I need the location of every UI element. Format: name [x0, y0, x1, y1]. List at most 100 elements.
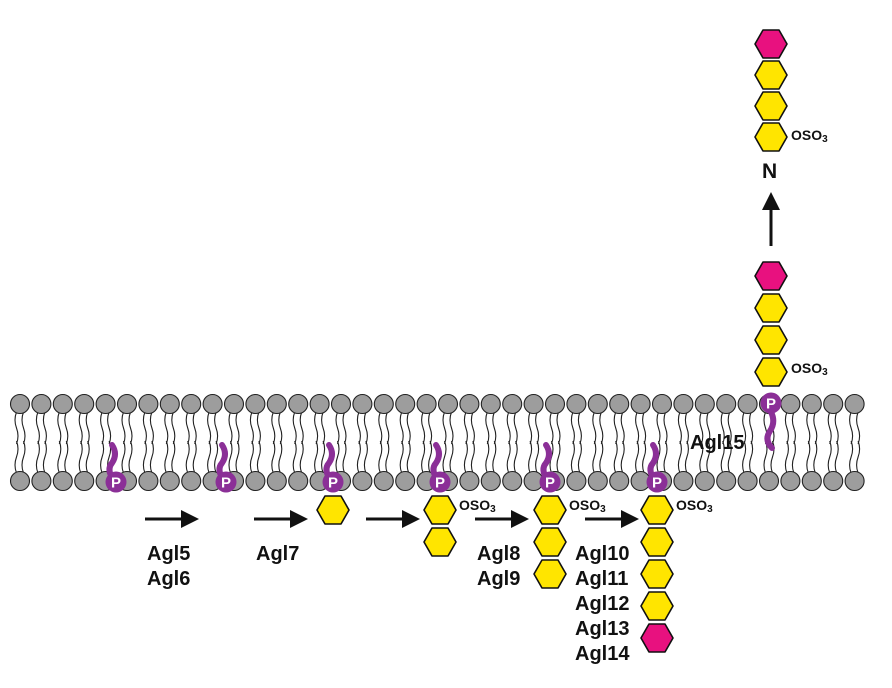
lipid-tail — [677, 440, 682, 474]
lipid-head — [502, 470, 523, 492]
lipid-tail — [128, 440, 133, 474]
reaction-arrow-head — [511, 510, 529, 528]
lipid-tail — [613, 411, 618, 445]
lipid-head — [823, 470, 844, 492]
transfer-arrow-head — [762, 192, 780, 210]
lipid-tail — [100, 411, 105, 445]
phosphate-label: P — [221, 475, 231, 492]
phosphate-label: P — [766, 396, 776, 413]
lipid-tail — [849, 440, 854, 474]
lipid-head — [758, 470, 780, 492]
lipid-head — [673, 470, 694, 492]
lipid-tail — [14, 440, 19, 474]
lipid-head — [288, 393, 309, 415]
lipid-tail — [642, 440, 647, 474]
lipid-tail — [185, 440, 190, 474]
terminal-sugar-hexagon — [640, 623, 674, 653]
dolichol-tail — [764, 409, 777, 451]
lipid-head — [459, 393, 480, 415]
lipid-tail — [378, 411, 383, 445]
sulfate-label: OSO3 — [791, 360, 828, 378]
hexose-hexagon — [533, 527, 567, 557]
lipid-head — [9, 470, 31, 492]
lipid-tail — [192, 440, 197, 474]
lipid-head — [395, 470, 416, 492]
lipid-tail — [620, 440, 625, 474]
lipid-tail — [684, 411, 689, 445]
lipid-tail — [21, 411, 26, 445]
lipid-head — [673, 393, 694, 415]
lipid-tail — [142, 440, 147, 474]
lipid-head — [694, 393, 715, 415]
lipid-head — [266, 470, 287, 492]
lipid-head — [352, 393, 373, 415]
lipid-tail — [463, 440, 468, 474]
lipid-tail — [363, 440, 368, 474]
phosphate-label: P — [545, 475, 555, 492]
lipid-head — [309, 393, 330, 415]
lipid-tail — [249, 411, 254, 445]
lipid-head — [801, 470, 822, 492]
lipid-tail — [549, 411, 554, 445]
lipid-tail — [727, 411, 732, 445]
hexose-hexagon — [754, 60, 788, 90]
lipid-tail — [314, 440, 319, 474]
lipid-head — [566, 393, 587, 415]
lipid-tail — [342, 440, 347, 474]
lipid-tail — [577, 440, 582, 474]
lipid-tail — [356, 440, 361, 474]
reaction-arrow-head — [621, 510, 639, 528]
lipid-head — [523, 393, 544, 415]
lipid-tail — [399, 440, 404, 474]
lipid-head — [138, 393, 159, 415]
lipid-head — [116, 393, 138, 415]
lipid-tail — [635, 411, 640, 445]
lipid-head — [245, 393, 266, 415]
lipid-tail — [677, 411, 682, 445]
lipid-head — [694, 470, 715, 492]
lipid-tail — [834, 440, 839, 474]
enzyme-label: Agl11 — [575, 568, 628, 590]
lipid-tail — [314, 411, 319, 445]
lipid-tail — [128, 411, 133, 445]
lipid-head — [395, 393, 416, 415]
hexose-hexagon — [423, 527, 457, 557]
lipid-tail — [506, 440, 511, 474]
lipid-head — [52, 470, 73, 492]
lipid-head — [651, 393, 673, 415]
lipid-tail — [749, 440, 754, 474]
lipid-tail — [164, 440, 169, 474]
lipid-tail — [121, 440, 126, 474]
lipid-tail — [35, 440, 40, 474]
lipid-tail — [834, 411, 839, 445]
lipid-tail — [656, 411, 661, 445]
lipid-tail — [100, 440, 105, 474]
lipid-head — [138, 470, 159, 492]
lipid-head — [181, 393, 202, 415]
lipid-head — [609, 470, 630, 492]
lipid-tail — [57, 411, 62, 445]
lipid-head — [737, 393, 758, 415]
terminal-sugar-hexagon — [754, 29, 788, 59]
lipid-tail — [449, 411, 454, 445]
lipid-tail — [599, 411, 604, 445]
phosphate-circle — [646, 471, 668, 493]
lipid-tail — [228, 440, 233, 474]
lipid-tail — [570, 411, 575, 445]
lipid-tail — [42, 440, 47, 474]
lipid-tail — [378, 440, 383, 474]
lipid-head — [844, 470, 865, 492]
lipid-head — [95, 393, 116, 415]
lipid-tail — [556, 411, 561, 445]
lipid-tail — [256, 411, 261, 445]
lipid-tail — [570, 440, 575, 474]
enzyme-label: Agl12 — [575, 593, 629, 615]
phosphate-label: P — [111, 475, 121, 492]
lipid-tail — [528, 411, 533, 445]
lipid-head — [823, 393, 844, 415]
phosphate-circle — [539, 471, 561, 493]
lipid-tail — [214, 411, 219, 445]
enzyme-label: Agl5 — [147, 543, 190, 565]
lipid-tail — [784, 411, 789, 445]
lipid-head — [288, 470, 309, 492]
